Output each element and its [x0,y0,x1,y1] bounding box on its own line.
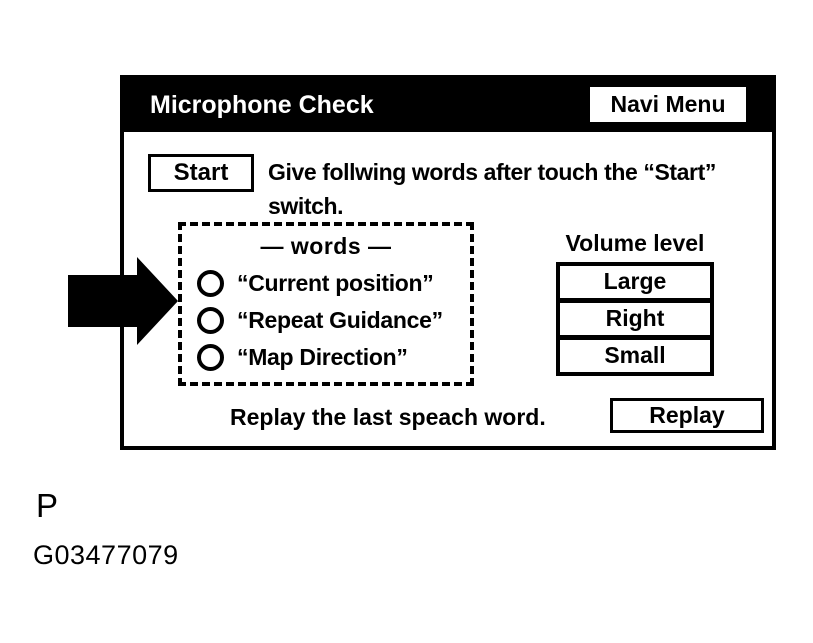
volume-level-label: Volume level [565,230,705,256]
word-option-repeat-guidance: “Repeat Guidance” [197,306,470,334]
volume-small-button[interactable]: Small [560,340,710,372]
microphone-check-screen: Microphone Check Navi Menu Start Give fo… [120,75,776,450]
words-box-title: — words — [260,233,392,259]
volume-level-buttons: Large Right Small [556,262,714,376]
word-label: “Current position” [237,269,434,296]
hollow-circle-icon [197,306,224,334]
navi-menu-button[interactable]: Navi Menu [590,87,746,122]
instruction-line1: Give follwing words after touch the “Sta… [268,159,716,185]
words-box: — words — “Current position” “Repeat Gui… [178,222,474,386]
word-option-current-position: “Current position” [197,269,470,297]
instruction-line2: switch. [268,193,344,219]
volume-right-button[interactable]: Right [560,303,710,335]
figure-code: G03477079 [33,540,179,570]
screen-title: Microphone Check [150,91,374,119]
word-option-map-direction: “Map Direction” [197,343,470,371]
word-label: “Map Direction” [237,343,408,370]
word-label: “Repeat Guidance” [237,306,443,333]
volume-large-button[interactable]: Large [560,266,710,298]
replay-caption: Replay the last speach word. [230,404,546,430]
hollow-circle-icon [197,343,224,371]
hollow-circle-icon [197,269,224,297]
replay-button[interactable]: Replay [610,398,764,433]
instruction-text: Give follwing words after touch the “Sta… [268,155,768,223]
title-bar: Microphone Check Navi Menu [124,79,772,132]
start-button[interactable]: Start [148,154,254,192]
figure-letter: P [36,487,59,524]
callout-arrow-icon [68,257,178,345]
